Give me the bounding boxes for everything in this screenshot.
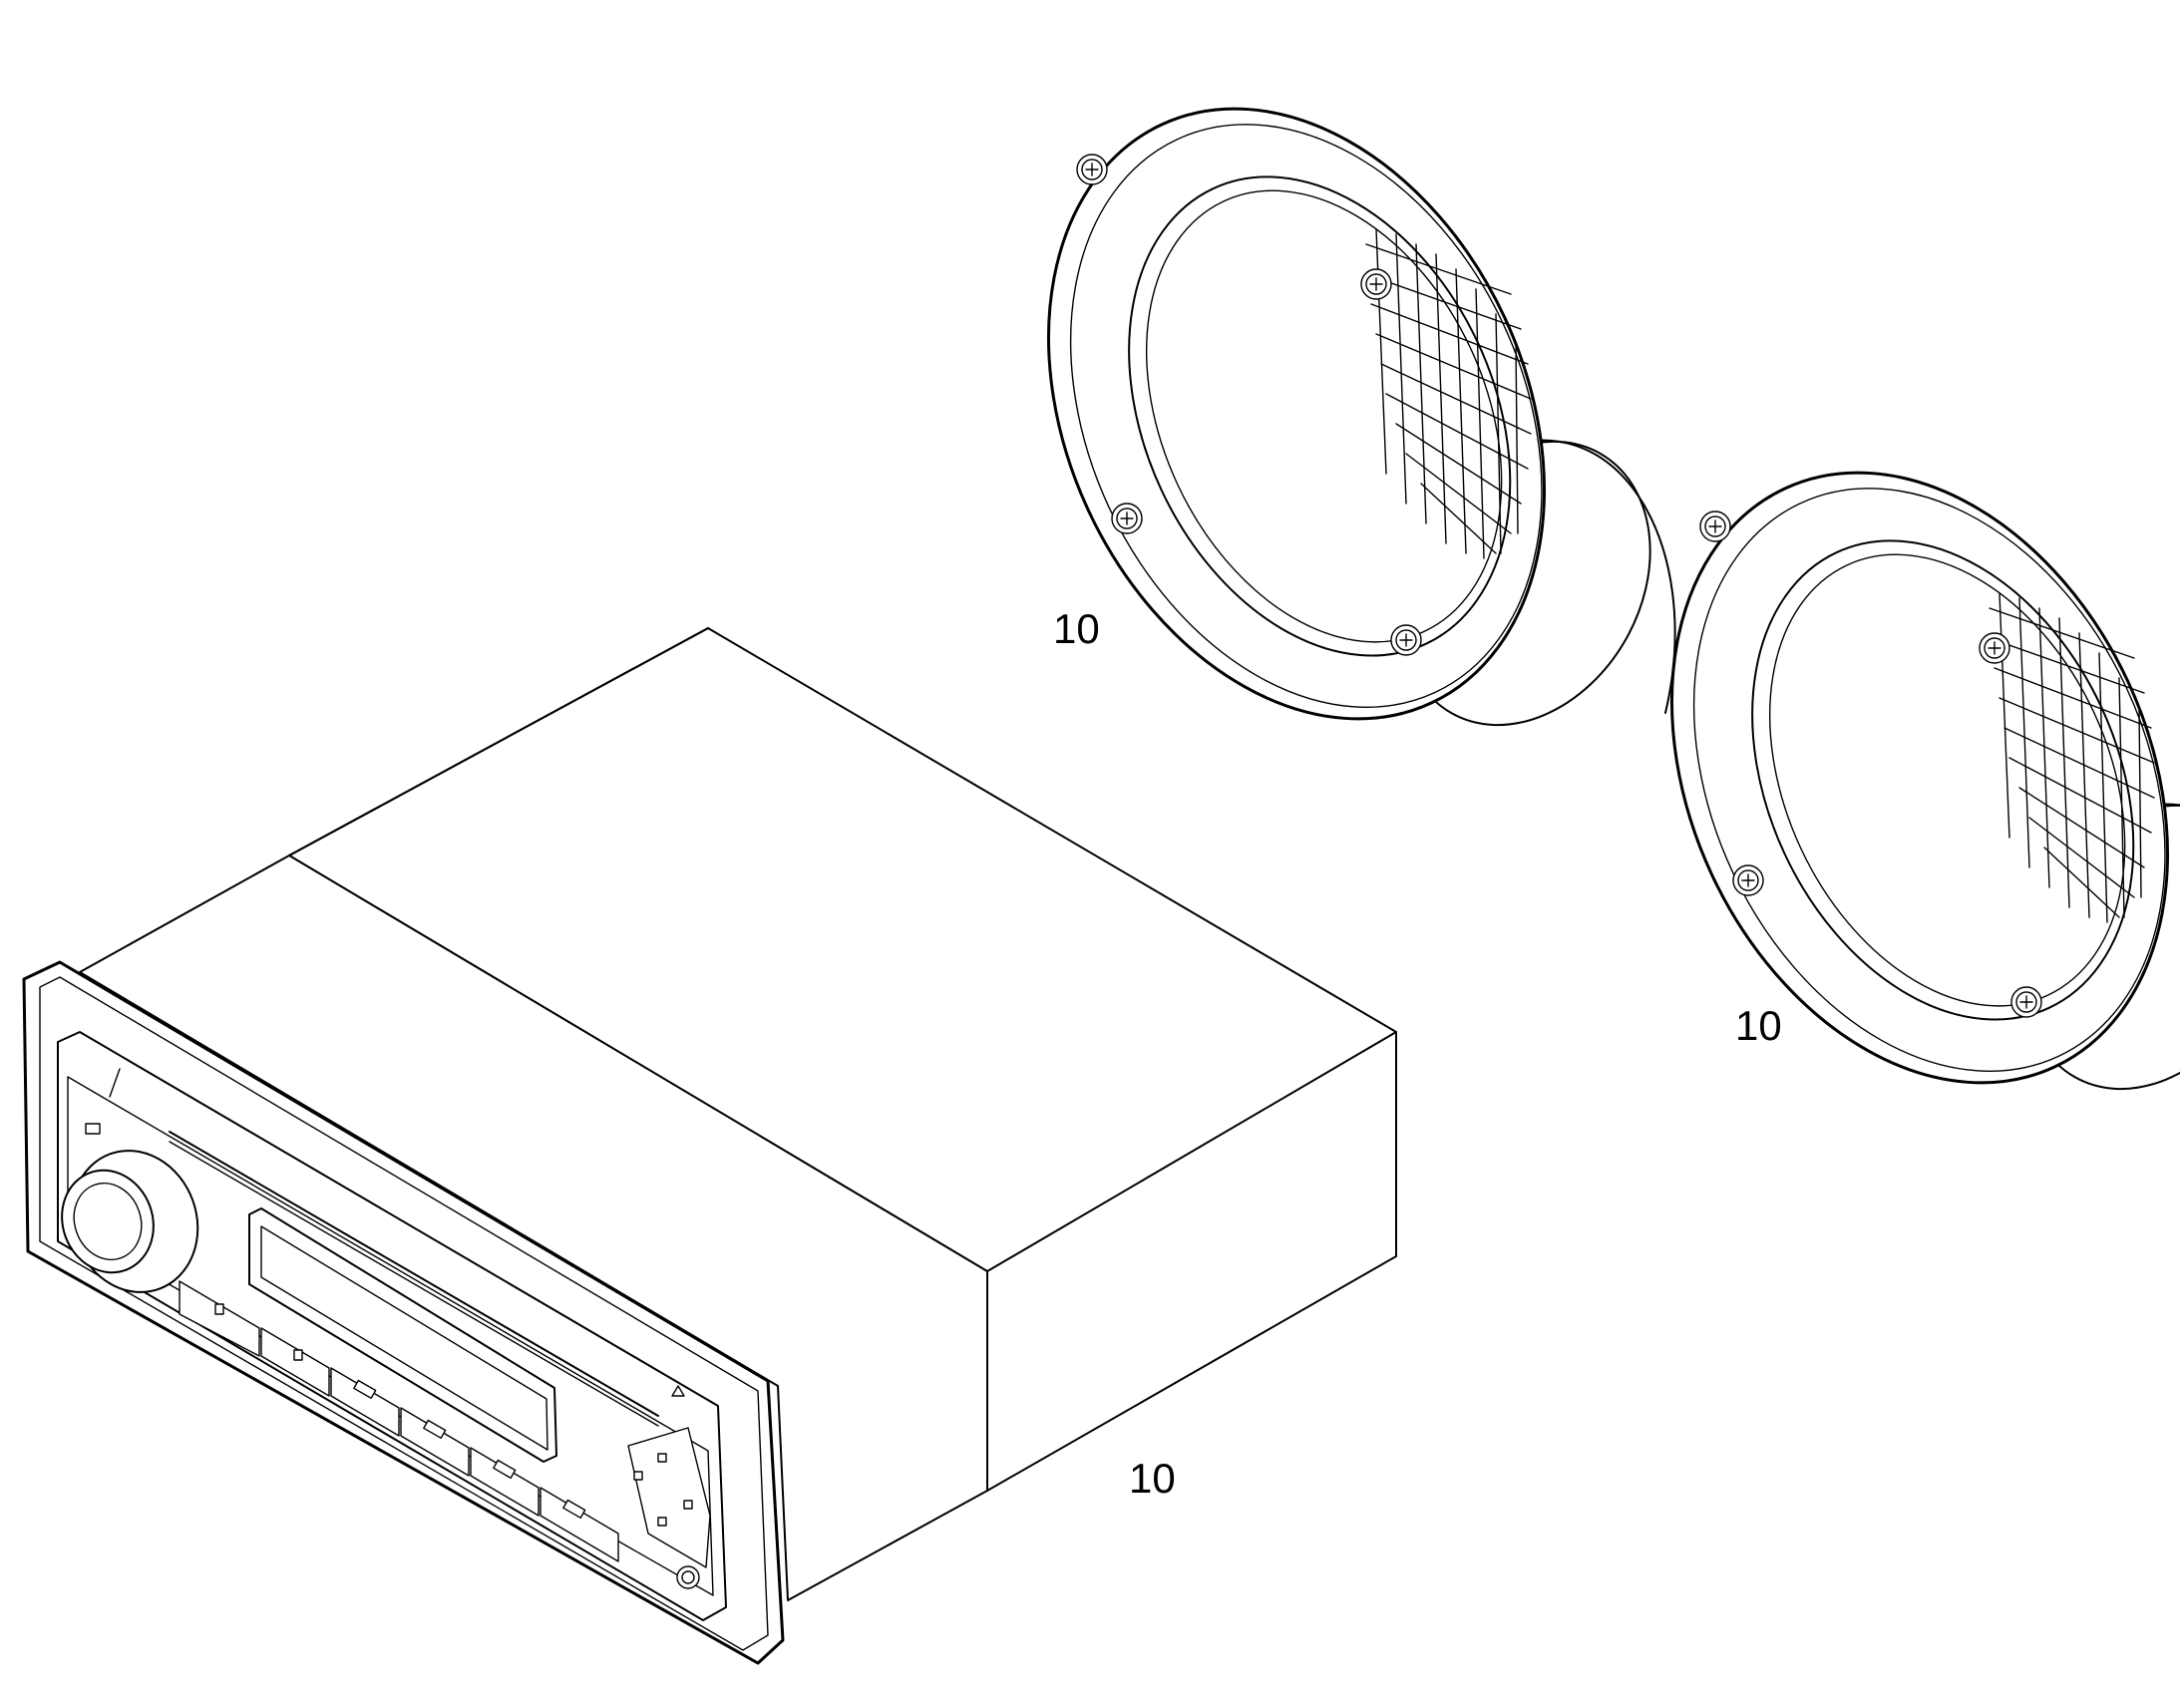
screw-icon [1699,511,1731,542]
callout-label: 10 [1129,1455,1176,1502]
preset-buttons [179,1280,619,1562]
screw-icon [1076,154,1108,185]
screw-icon [1360,268,1392,300]
speaker-right [1575,390,2180,1166]
callout-label: 10 [1053,605,1100,652]
screw-icon [1732,864,1764,896]
volume-knob-icon [61,1150,199,1293]
screw-icon [2010,986,2042,1018]
screw-icon [1979,632,2010,664]
radio-head-unit [22,627,1397,1665]
screw-icon [1390,624,1422,656]
screw-icon [1111,503,1143,534]
speaker-left [951,26,1702,802]
callout-label: 10 [1735,1002,1782,1049]
nav-pad-icon [627,1385,711,1589]
